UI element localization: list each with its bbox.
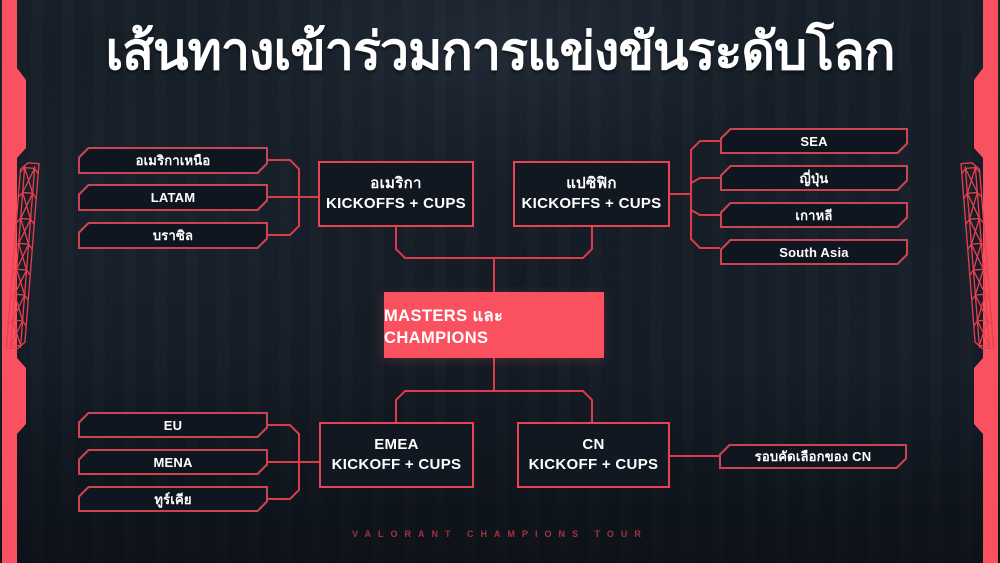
region-box-sea: SEA xyxy=(720,128,908,154)
hub-box-pacific-kickoffs: แปซิฟิก KICKOFFS + CUPS xyxy=(513,161,670,227)
region-box-cn-qualifier: รอบคัดเลือกของ CN xyxy=(719,444,907,469)
region-label: South Asia xyxy=(779,244,849,260)
region-label: ทูร์เคีย xyxy=(154,491,192,507)
hub-label-line2: KICKOFFS + CUPS xyxy=(326,195,466,212)
page-title: เส้นทางเข้าร่วมการแข่งขันระดับโลก xyxy=(105,23,896,81)
hub-box-emea-kickoff: EMEA KICKOFF + CUPS xyxy=(319,422,474,488)
region-label: อเมริกาเหนือ xyxy=(135,153,211,168)
hub-label-line1: CN xyxy=(582,435,605,453)
region-label: MENA xyxy=(153,454,193,470)
hub-box-americas-kickoffs: อเมริกา KICKOFFS + CUPS xyxy=(318,161,474,227)
hub-label-line2: KICKOFF + CUPS xyxy=(331,456,462,473)
masters-champions-box: MASTERS และ CHAMPIONS xyxy=(384,292,604,358)
region-label: EU xyxy=(163,417,183,433)
hub-label-line1: EMEA xyxy=(374,435,419,453)
region-label: เกาหลี xyxy=(795,207,833,223)
region-box-north-america: อเมริกาเหนือ xyxy=(78,147,268,174)
region-label: ญี่ปุ่น xyxy=(799,170,829,186)
region-label: รอบคัดเลือกของ CN xyxy=(754,449,872,464)
hub-label-line2: KICKOFF + CUPS xyxy=(528,456,659,473)
region-box-japan: ญี่ปุ่น xyxy=(720,165,908,191)
region-label: LATAM xyxy=(150,190,196,205)
masters-label: MASTERS และ CHAMPIONS xyxy=(384,306,504,347)
region-box-eu: EU xyxy=(78,412,268,438)
region-label: บราซิล xyxy=(152,228,194,243)
hub-label-line1: อเมริกา xyxy=(370,174,422,192)
region-box-korea: เกาหลี xyxy=(720,202,908,228)
hub-label-line1: แปซิฟิก xyxy=(566,174,617,192)
region-box-turkiye: ทูร์เคีย xyxy=(78,486,268,512)
hub-box-cn-kickoff: CN KICKOFF + CUPS xyxy=(517,422,670,488)
region-label: SEA xyxy=(800,133,828,149)
region-box-south-asia: South Asia xyxy=(720,239,908,265)
region-box-latam: LATAM xyxy=(78,184,268,211)
region-box-mena: MENA xyxy=(78,449,268,475)
region-box-brazil: บราซิล xyxy=(78,222,268,249)
footer-wordmark: VALORANT CHAMPIONS TOUR xyxy=(352,529,648,539)
hub-label-line2: KICKOFFS + CUPS xyxy=(521,195,662,212)
